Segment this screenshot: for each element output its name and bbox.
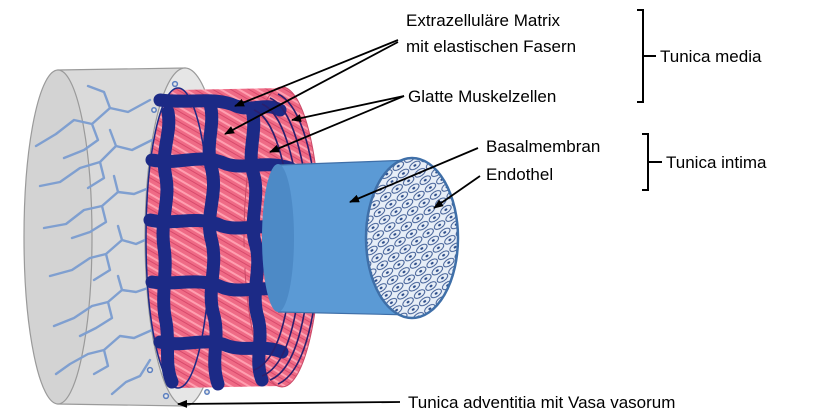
arrow-adventitia	[178, 402, 400, 404]
arrow-muscle-1	[292, 96, 404, 120]
arrow-ecm-2	[225, 42, 398, 134]
label-basalmembran: Basalmembran	[486, 137, 600, 156]
label-tunica-adventitia: Tunica adventitia mit Vasa vasorum	[408, 393, 675, 412]
label-ecm-line2: mit elastischen Fasern	[406, 37, 576, 56]
label-endothel: Endothel	[486, 165, 553, 184]
label-tunica-media: Tunica media	[660, 47, 762, 66]
label-smooth-muscle: Glatte Muskelzellen	[408, 87, 556, 106]
label-tunica-intima: Tunica intima	[666, 153, 767, 172]
bracket-tunica-media	[637, 10, 656, 102]
endothel-face	[366, 158, 458, 318]
arrow-ecm-1	[235, 40, 398, 106]
brackets	[637, 10, 662, 190]
bracket-tunica-intima	[642, 134, 662, 190]
label-ecm-line1: Extrazelluläre Matrix	[406, 11, 560, 30]
